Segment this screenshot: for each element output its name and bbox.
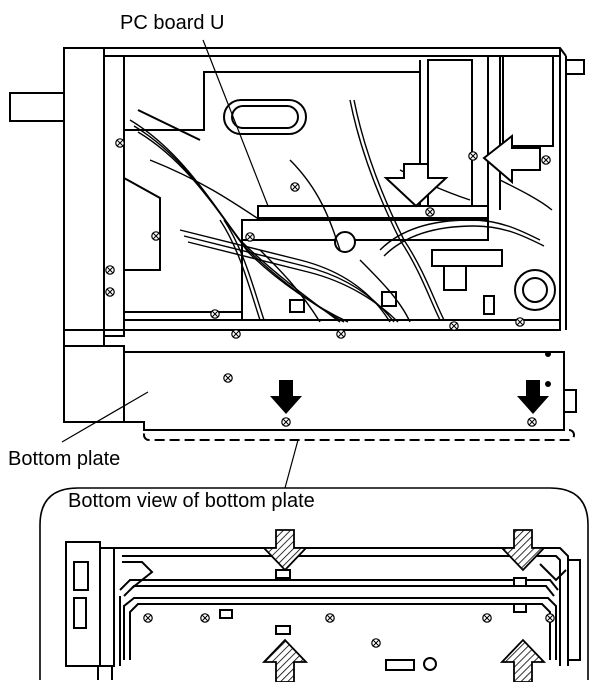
- hatched-arrow-icon: [499, 529, 547, 572]
- hollow-down-arrow-icon: [383, 163, 449, 208]
- hatched-arrows: [261, 529, 547, 682]
- solid-down-arrow-icon: [517, 380, 549, 414]
- callout-connector-line: [284, 439, 299, 489]
- solid-down-arrow-icon: [270, 380, 302, 414]
- hatched-arrow-icon: [261, 529, 309, 572]
- bottom-plate-shape: [63, 345, 577, 441]
- bottom-plate-label: Bottom plate: [8, 448, 121, 470]
- bottom-view-drawing: [65, 541, 581, 680]
- hatched-arrow-icon: [499, 638, 547, 682]
- unit-upper-assembly: [9, 47, 585, 347]
- callout-frame: [39, 487, 589, 680]
- pc-board-leader-line: [202, 39, 269, 207]
- hollow-left-arrow-icon: [482, 133, 541, 185]
- bottom-plate-leader-line: [61, 391, 149, 443]
- hatched-arrow-icon: [261, 638, 309, 682]
- pc-board-label: PC board U: [120, 12, 225, 34]
- bottom-view-title: Bottom view of bottom plate: [68, 490, 315, 512]
